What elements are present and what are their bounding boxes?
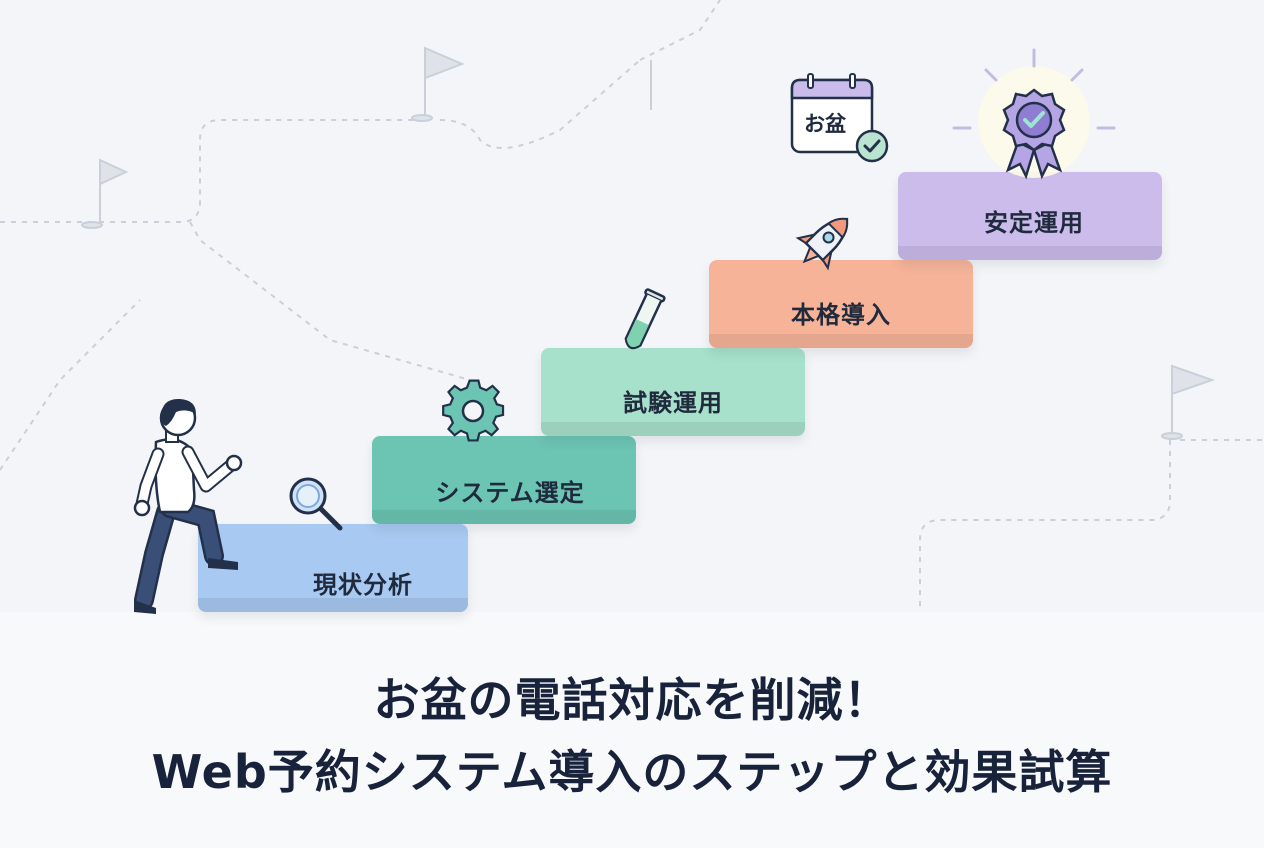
title-band — [0, 612, 1264, 848]
test-tube-icon — [624, 288, 666, 350]
step-label: 試験運用 — [623, 388, 723, 417]
step-label: 安定運用 — [984, 208, 1084, 237]
award-badge-icon — [952, 48, 1116, 180]
step-current-analysis: 現状分析 — [198, 524, 468, 612]
step-full-introduction: 本格導入 — [709, 260, 973, 348]
step-trial-operation: 試験運用 — [541, 348, 805, 436]
step-system-selection: システム選定 — [372, 436, 636, 524]
step-label: システム選定 — [435, 478, 585, 507]
headline-line1: お盆の電話対応を削減！ — [373, 673, 891, 727]
magnifier-icon — [289, 477, 343, 531]
step-label: 本格導入 — [791, 300, 891, 329]
gear-icon — [442, 379, 505, 442]
calendar-text: お盆 — [804, 112, 846, 136]
step-stable-operation: 安定運用 — [898, 172, 1162, 260]
person-climbing-illustration — [133, 398, 243, 614]
headline-line2: Web予約システム導入のステップと効果試算 — [151, 745, 1113, 799]
rocket-icon — [795, 217, 849, 271]
calendar-check-icon: お盆 — [790, 72, 890, 164]
step-label: 現状分析 — [313, 570, 413, 599]
